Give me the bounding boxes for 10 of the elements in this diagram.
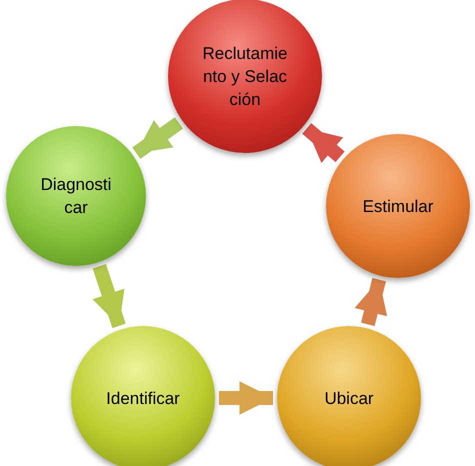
- block-arrow: [219, 381, 273, 415]
- block-arrow: [132, 117, 184, 159]
- node-label: Ubicar: [323, 388, 375, 410]
- node-label: Identificar: [105, 388, 181, 410]
- node-label: Diagnosticar: [40, 174, 112, 219]
- block-arrow: [302, 123, 345, 163]
- node-label: Reclutamiento y Selacción: [202, 42, 288, 110]
- node-label: Estimular: [362, 196, 434, 218]
- block-arrow: [92, 264, 126, 328]
- block-arrow: [354, 278, 388, 326]
